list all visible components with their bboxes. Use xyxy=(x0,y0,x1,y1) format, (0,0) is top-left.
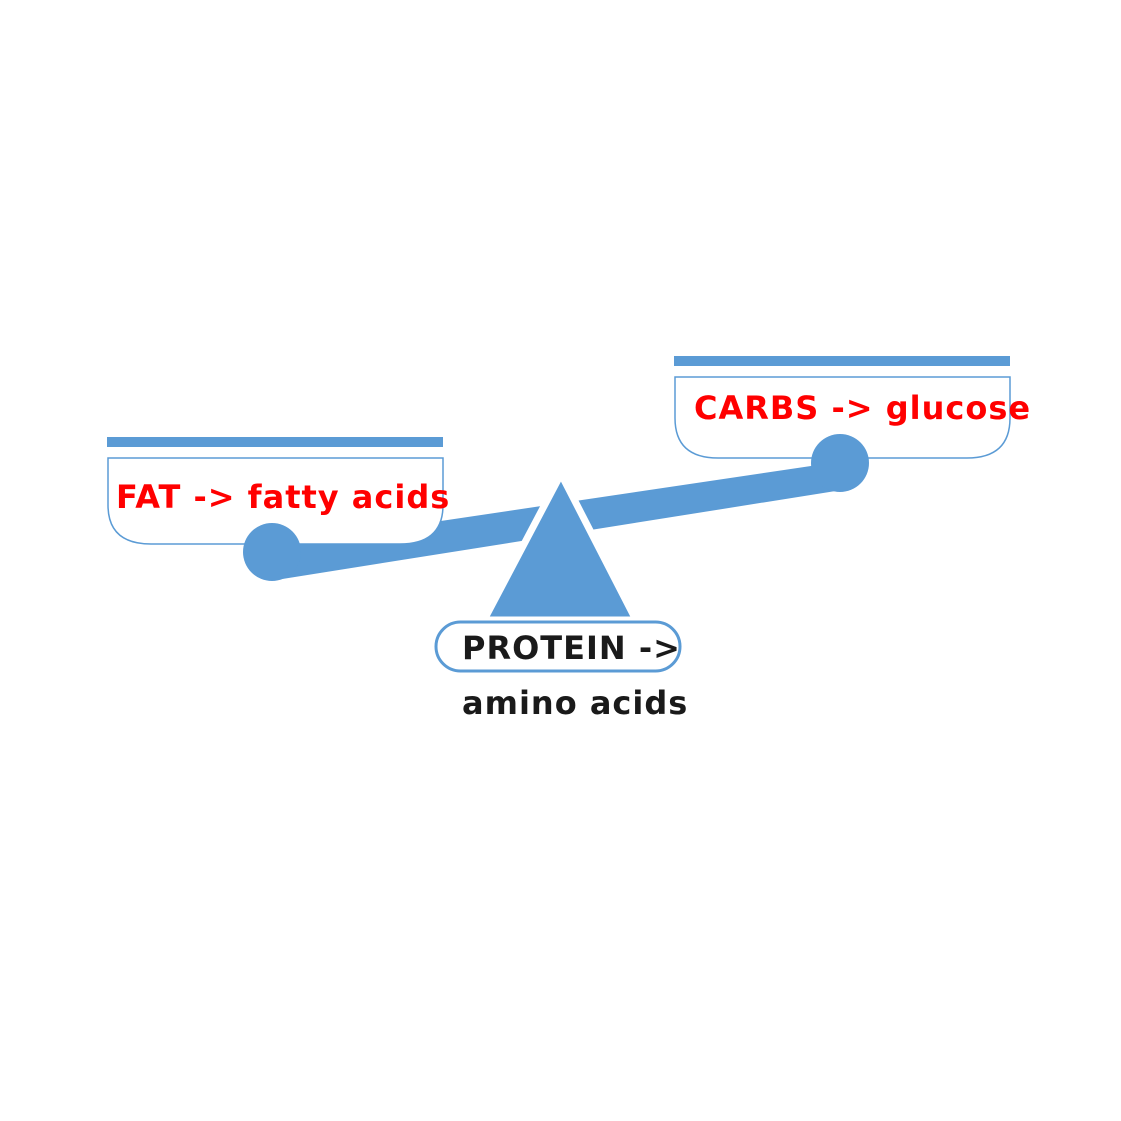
fulcrum-label-line2: amino acids xyxy=(462,684,688,722)
right-pan-label: CARBS -> glucose xyxy=(694,389,1031,427)
left-pan-bar xyxy=(107,437,443,447)
left-beam-knob xyxy=(243,523,301,581)
fulcrum-label-pill xyxy=(434,620,682,673)
right-pan-bowl xyxy=(674,376,1011,459)
left-pan-label: FAT -> fatty acids xyxy=(116,478,450,516)
fulcrum-triangle xyxy=(478,466,642,624)
fulcrum-label-line1: PROTEIN -> xyxy=(462,629,681,667)
right-beam-knob xyxy=(811,434,869,492)
left-pan-bowl xyxy=(107,457,444,545)
right-pan-bar xyxy=(674,356,1010,366)
